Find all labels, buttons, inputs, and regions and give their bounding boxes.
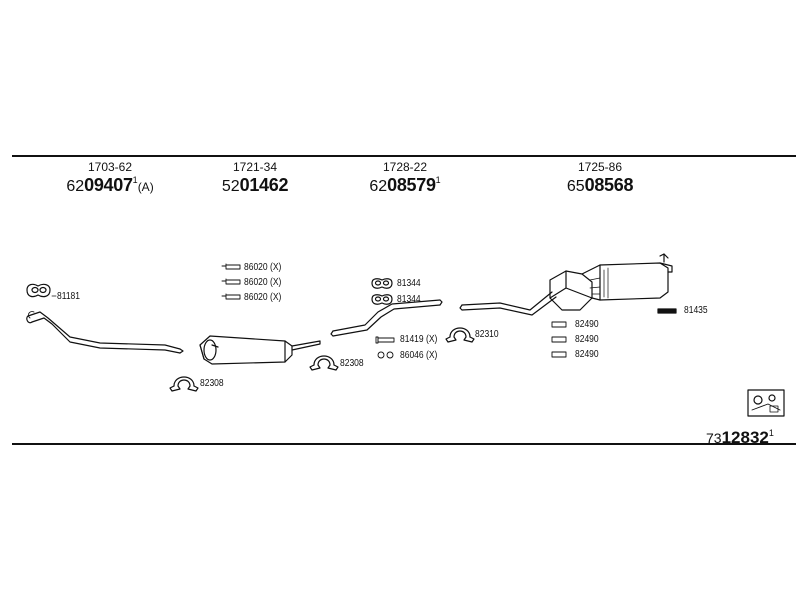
- rubber-mount-icon: [551, 321, 567, 358]
- bottom-divider: [12, 443, 796, 445]
- bolt-icon: [221, 263, 241, 300]
- part-label-82310: 82310: [475, 329, 499, 340]
- part-label-81419: 81419 (X): [400, 334, 438, 345]
- part-label-81181: 81181: [57, 291, 81, 302]
- kit-box-icon: [747, 389, 785, 417]
- section-4-code: 1725-86: [577, 160, 623, 174]
- section-2-code: 1721-34: [232, 160, 278, 174]
- section-1-part-number: 62094071(A): [66, 175, 154, 195]
- bolt-icon: [375, 336, 395, 344]
- intermediate-pipe-icon: [330, 299, 443, 337]
- part-label-82490: 82490: [575, 319, 599, 330]
- part-label-82308: 82308: [340, 358, 364, 369]
- part-label-81344: 81344: [397, 294, 421, 305]
- bolt-icon: [657, 308, 677, 314]
- part-label-82308: 82308: [200, 378, 224, 389]
- part-label-81435: 81435: [684, 305, 708, 316]
- part-label-86046: 86046 (X): [400, 350, 438, 361]
- part-label-86020: 86020 (X): [244, 277, 282, 288]
- nut-icon: [377, 351, 394, 359]
- gasket-icon: [371, 294, 393, 305]
- part-label-82490: 82490: [575, 334, 599, 345]
- top-divider: [12, 155, 796, 157]
- section-1-code: 1703-62: [87, 160, 133, 174]
- front-pipe-icon: [26, 311, 184, 354]
- clamp-icon: [309, 355, 339, 371]
- middle-silencer-icon: [199, 335, 321, 365]
- section-4-part-number: 6508568: [566, 175, 634, 195]
- section-3-code: 1728-22: [382, 160, 428, 174]
- gasket-icon: [371, 278, 393, 289]
- clamp-icon: [169, 376, 199, 392]
- part-label-82490: 82490: [575, 349, 599, 360]
- rear-silencer-icon: [459, 253, 673, 316]
- section-2-part-number: 5201462: [221, 175, 289, 195]
- part-label-86020: 86020 (X): [244, 292, 282, 303]
- section-3-part-number: 62085791: [369, 175, 441, 195]
- part-label-86020: 86020 (X): [244, 262, 282, 273]
- part-label-81344: 81344: [397, 278, 421, 289]
- clamp-icon: [445, 327, 475, 343]
- kit-part-number: 73128321: [706, 428, 774, 447]
- gasket-icon: [26, 283, 51, 298]
